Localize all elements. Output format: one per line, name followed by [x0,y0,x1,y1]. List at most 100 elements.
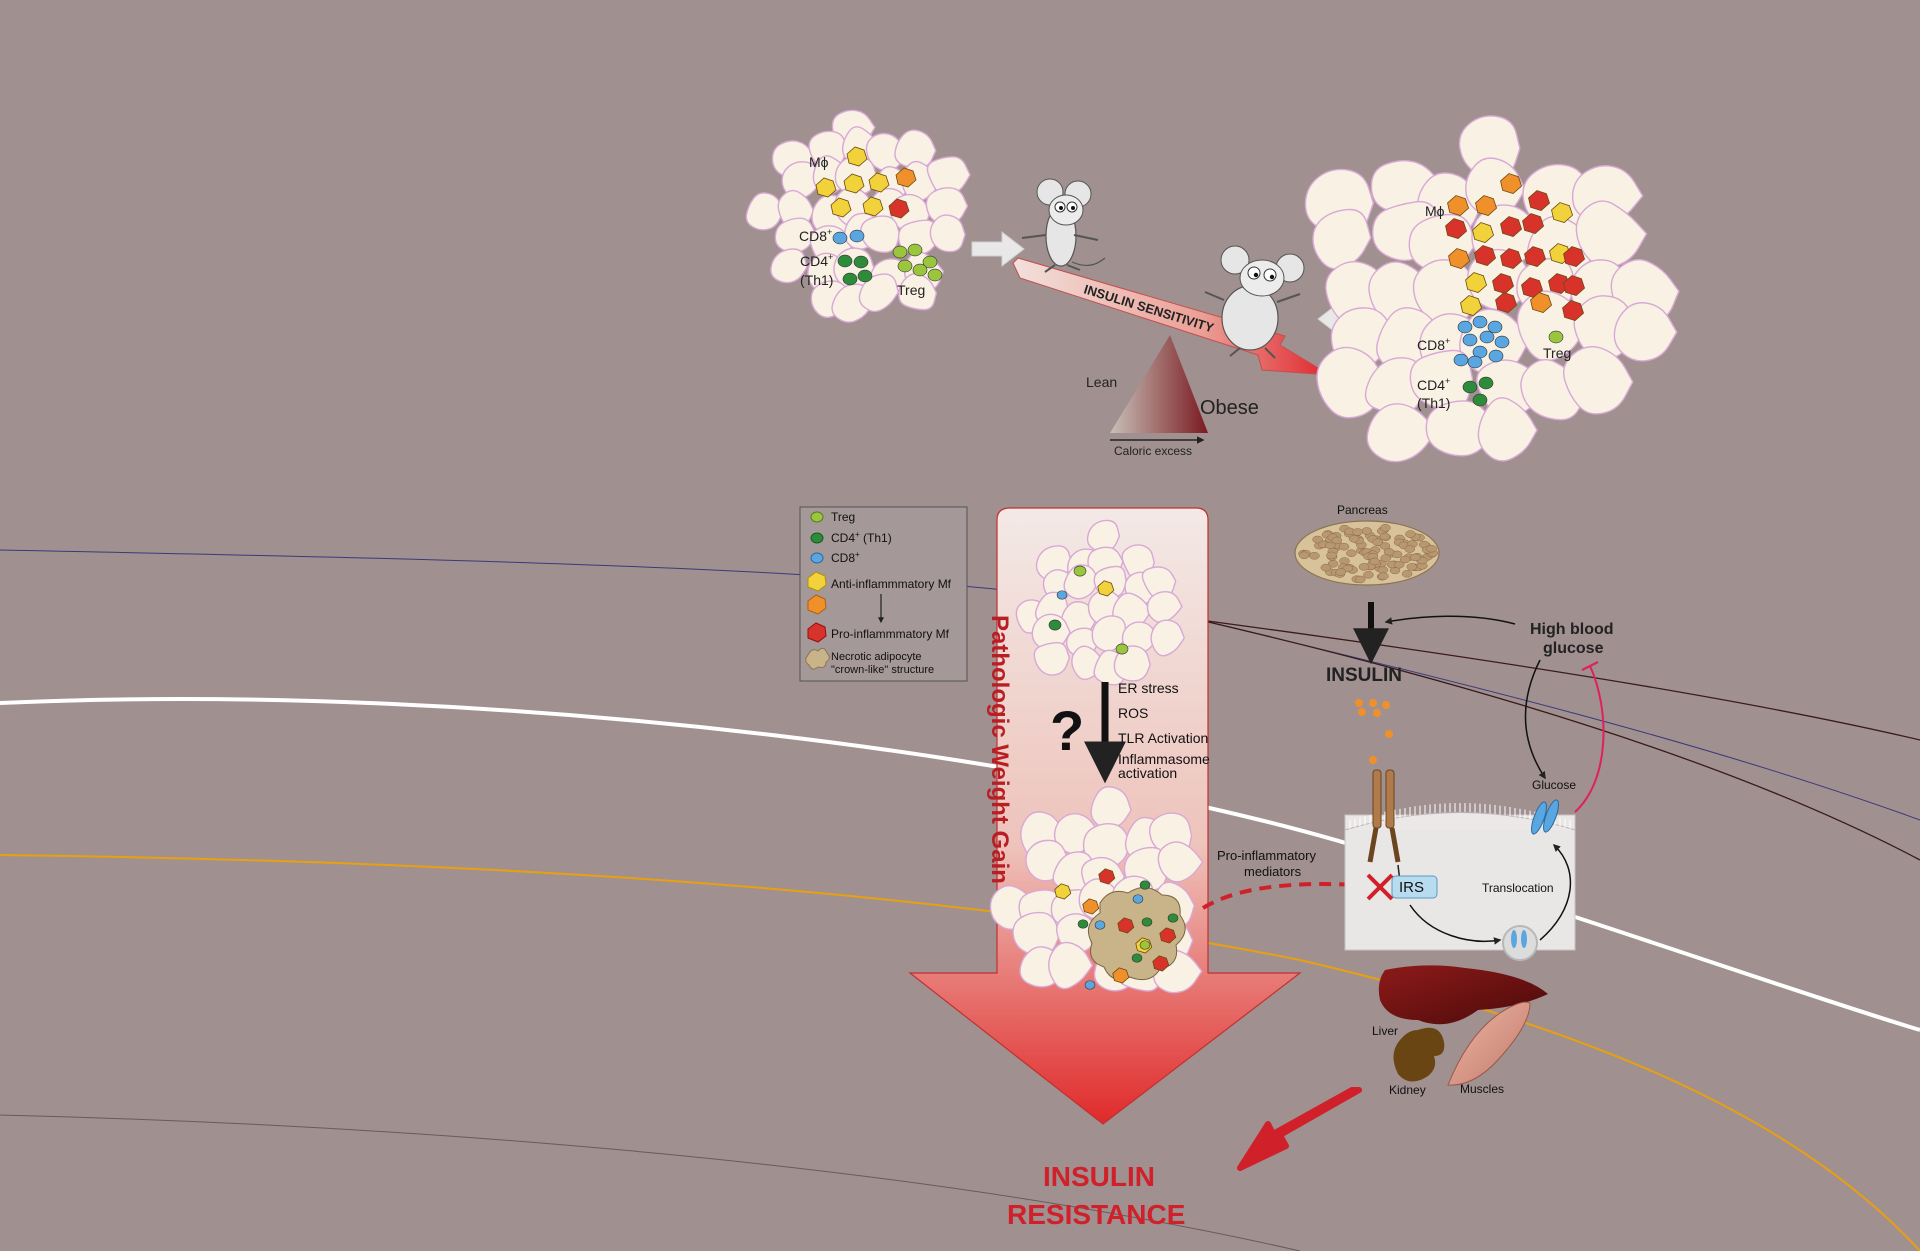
lymphocyte [1077,919,1089,929]
macrophage [1097,580,1115,597]
adipocyte [1312,208,1372,270]
obese-adipose-tissue [1304,115,1680,463]
adipocyte [894,129,937,169]
pancreas-lobule [1358,563,1370,571]
macrophage [1465,272,1488,293]
pancreas-label: Pancreas [1337,503,1388,517]
adipocyte [1562,346,1634,415]
legend-anti-mf-swatch [807,571,827,592]
pancreas-lobule [1326,551,1337,560]
kidney-icon [1393,1027,1445,1082]
legend-necrotic-swatch [805,647,830,670]
inhibition-bar [1581,661,1599,671]
adipocyte [1063,564,1099,600]
adipocyte [1141,566,1177,599]
pancreas-icon [1294,520,1440,586]
macrophage [1098,868,1116,885]
adipocyte [774,217,818,254]
liver-icon [1378,965,1548,1025]
macrophage [1112,967,1130,984]
mediators-label-2: mediators [1244,864,1302,879]
adipocyte [1033,641,1071,676]
adipocyte [1477,397,1538,462]
macrophage [1447,195,1470,216]
lymphocyte [1141,917,1153,927]
liver-label: Liver [1372,1024,1398,1038]
lymphocyte [849,229,865,243]
obese-cd4-label: CD4+ [1417,376,1450,393]
macrophage [895,167,917,188]
glucose-to-cell-arrow [1524,659,1546,780]
mediators-label-1: Pro-inflammatory [1217,848,1316,863]
adipocyte [1047,941,1094,990]
macrophage [888,198,910,219]
lymphocyte [1056,590,1068,600]
adipocyte [770,248,808,284]
adipocyte [1113,645,1151,682]
macrophage [1474,245,1497,266]
macrophage [1445,218,1468,239]
macrophage [1082,898,1100,915]
macrophage [815,177,837,198]
mechanism-inflammasome: Inflammasome [1118,751,1210,767]
grey-arrow-right [971,230,1025,268]
irs-label: IRS [1399,879,1424,896]
lymphocyte [1457,320,1473,334]
lymphocyte [1488,349,1504,363]
middle-adipose-tissue [1015,519,1186,686]
mechanism-activation: activation [1118,765,1177,781]
adipocyte [808,130,848,170]
mechanism-ros: ROS [1118,705,1148,721]
obese-treg-label: Treg [1543,345,1571,361]
obese-th1-label: (Th1) [1417,395,1450,411]
macrophage [1528,190,1551,211]
lymphocyte [1462,380,1478,394]
adipocyte [1150,619,1186,657]
legend-mid-mf-swatch [807,594,827,615]
macrophage [1054,883,1072,900]
insulin-particles [1355,699,1393,764]
lymphocyte [1467,355,1483,369]
macrophage [1448,248,1471,269]
pancreas-lobule [1363,571,1374,579]
adipocyte [860,215,901,254]
macrophage [1460,295,1483,316]
pancreas-lobule [1393,560,1405,569]
lymphocyte [1453,353,1469,367]
legend-treg-label: Treg [831,510,855,524]
adipocyte [745,192,784,231]
obese-cd8-label: CD8+ [1417,336,1450,353]
legend-treg-swatch [810,511,824,523]
lymphocyte [1132,894,1144,904]
adipocyte [929,214,966,253]
lymphocyte [922,255,938,269]
pancreas-lobule [1401,570,1413,578]
pancreas-lobule [1377,566,1389,574]
adipocyte [1575,200,1648,268]
lymphocyte [1048,619,1062,631]
adipocyte [1157,841,1204,883]
insulin-label: INSULIN [1326,665,1402,686]
pancreas-lobule [1380,554,1391,562]
adipocyte [1366,403,1438,463]
macrophage [1500,248,1523,269]
pro-inflammatory-dashed-arrow [1201,882,1361,910]
lymphocyte [1084,980,1096,990]
pancreas-lobule [1352,528,1363,536]
lymphocyte [1472,393,1488,407]
pancreas-lobule [1348,535,1360,543]
pancreas-lobule [1426,544,1437,553]
bottom-immune-cells [1054,868,1179,990]
macrophage [846,146,868,167]
lymphocyte [1115,643,1129,655]
translocation-arrow [1539,843,1572,941]
lean-treg-label: Treg [897,282,925,298]
irs-to-vesicle-arrow [1409,904,1502,945]
macrophage [1152,955,1170,972]
lymphocyte [1487,320,1503,334]
macrophage [1500,216,1523,237]
macrophage [1500,173,1523,194]
adipocyte [926,156,971,197]
obese-mf-label: Mϕ [1425,203,1445,219]
